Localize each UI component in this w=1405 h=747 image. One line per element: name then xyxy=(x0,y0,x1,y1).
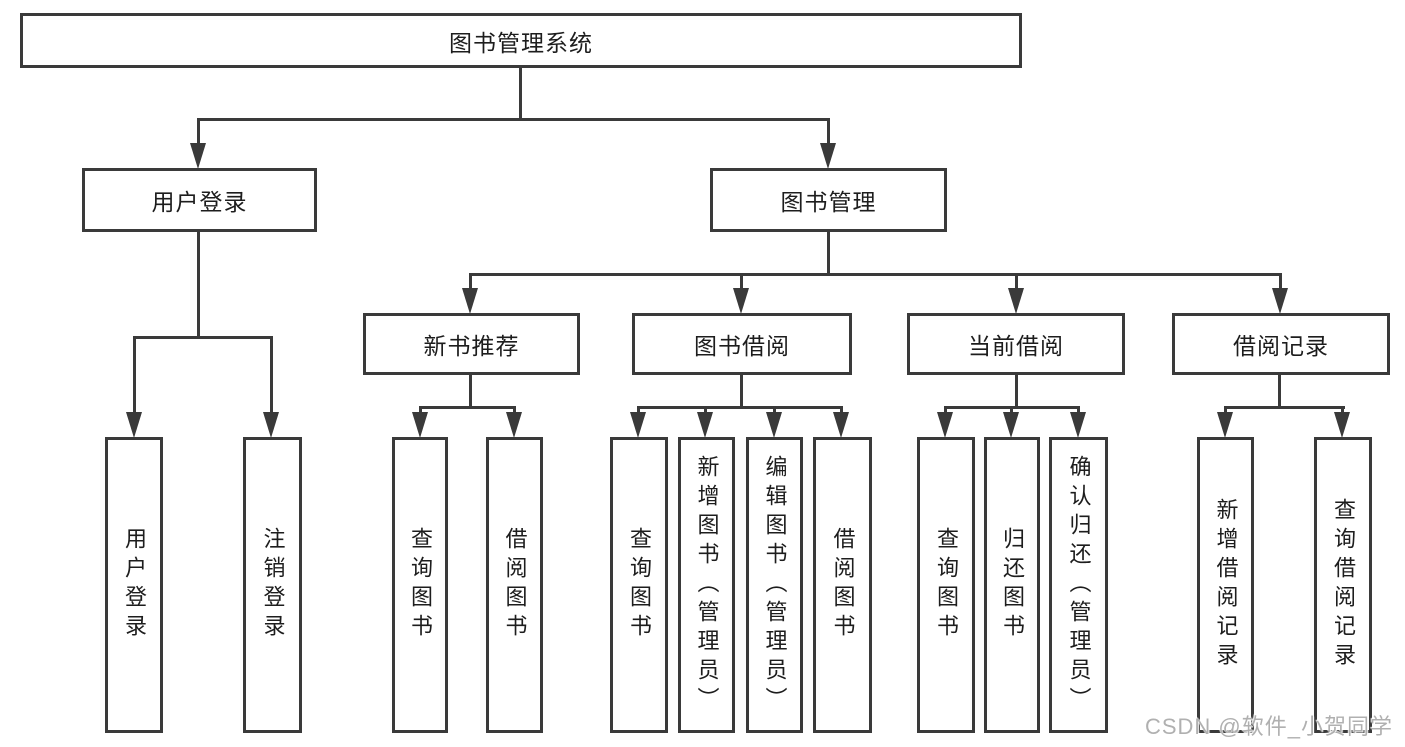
connector-vline xyxy=(197,118,200,146)
leaf-borrow-books-a: 借阅图书 xyxy=(486,437,543,733)
node-current-borrow: 当前借阅 xyxy=(907,313,1125,375)
connector-vline xyxy=(1279,273,1282,290)
connector-vline xyxy=(519,68,522,119)
connector-vline xyxy=(270,336,273,413)
connector-hline xyxy=(469,273,1282,276)
node-borrow-records: 借阅记录 xyxy=(1172,313,1390,375)
leaf-user-login: 用户登录 xyxy=(105,437,163,733)
leaf-user-login-label: 用户登录 xyxy=(122,527,147,643)
connector-vline xyxy=(469,375,472,409)
connector-arrowhead xyxy=(1217,412,1233,438)
leaf-confirm-return-admin: 确认归还（管理员） xyxy=(1049,437,1108,733)
connector-arrowhead xyxy=(937,412,953,438)
leaf-query-books-b-label: 查询图书 xyxy=(627,527,652,643)
connector-vline xyxy=(197,232,200,339)
connector-arrowhead xyxy=(412,412,428,438)
leaf-edit-books-admin: 编辑图书（管理员） xyxy=(746,437,803,733)
connector-vline xyxy=(469,273,472,290)
connector-arrowhead xyxy=(1334,412,1350,438)
node-current-borrow-label: 当前借阅 xyxy=(968,333,1064,359)
node-borrow-records-label: 借阅记录 xyxy=(1233,333,1329,359)
node-book-borrow-label: 图书借阅 xyxy=(694,333,790,359)
connector-vline xyxy=(704,406,707,415)
connector-vline xyxy=(944,406,947,415)
connector-hline xyxy=(637,406,843,409)
connector-arrowhead xyxy=(263,412,279,438)
connector-arrowhead xyxy=(506,412,522,438)
connector-arrowhead xyxy=(820,143,836,169)
connector-vline xyxy=(827,118,830,146)
leaf-return-books-label: 归还图书 xyxy=(1000,527,1025,643)
leaf-borrow-books-a-label: 借阅图书 xyxy=(502,527,528,643)
connector-hline xyxy=(133,336,273,339)
connector-vline xyxy=(740,273,743,290)
connector-arrowhead xyxy=(766,412,782,438)
connector-hline xyxy=(197,118,830,121)
connector-arrowhead xyxy=(462,288,478,314)
leaf-return-books: 归还图书 xyxy=(984,437,1040,733)
connector-arrowhead xyxy=(630,412,646,438)
leaf-confirm-return-admin-label: 确认归还（管理员） xyxy=(1066,454,1092,716)
connector-hline xyxy=(1224,406,1345,409)
connector-vline xyxy=(740,375,743,409)
connector-hline xyxy=(419,406,516,409)
leaf-query-books-b: 查询图书 xyxy=(610,437,668,733)
connector-vline xyxy=(1077,406,1080,415)
connector-vline xyxy=(1015,375,1018,409)
node-book-borrow: 图书借阅 xyxy=(632,313,852,375)
connector-vline xyxy=(637,406,640,415)
node-new-book-recommend-label: 新书推荐 xyxy=(423,333,520,359)
connector-vline xyxy=(513,406,516,415)
node-root: 图书管理系统 xyxy=(20,13,1022,68)
node-user-login: 用户登录 xyxy=(82,168,317,232)
connector-vline xyxy=(773,406,776,415)
connector-vline xyxy=(1224,406,1227,415)
connector-vline xyxy=(840,406,843,415)
leaf-add-borrow-record: 新增借阅记录 xyxy=(1197,437,1254,733)
node-root-label: 图书管理系统 xyxy=(449,29,593,56)
leaf-query-books-a-label: 查询图书 xyxy=(408,527,433,643)
leaf-add-books-admin: 新增图书（管理员） xyxy=(678,437,735,733)
leaf-query-books-a: 查询图书 xyxy=(392,437,448,733)
node-new-book-recommend: 新书推荐 xyxy=(363,313,580,375)
connector-arrowhead xyxy=(1008,288,1024,314)
leaf-query-books-c-label: 查询图书 xyxy=(934,527,959,643)
node-book-management-label: 图书管理 xyxy=(780,189,877,215)
connector-arrowhead xyxy=(126,412,142,438)
connector-arrowhead xyxy=(697,412,713,438)
connector-vline xyxy=(1010,406,1013,415)
connector-arrowhead xyxy=(1003,412,1019,438)
leaf-logout-label: 注销登录 xyxy=(260,527,286,643)
connector-arrowhead xyxy=(1070,412,1086,438)
watermark: CSDN @软件_小贺同学 xyxy=(1144,714,1393,739)
node-user-login-label: 用户登录 xyxy=(151,189,248,215)
leaf-query-borrow-record: 查询借阅记录 xyxy=(1314,437,1372,733)
connector-vline xyxy=(419,406,422,415)
connector-vline xyxy=(1015,273,1018,290)
connector-arrowhead xyxy=(733,288,749,314)
leaf-query-books-c: 查询图书 xyxy=(917,437,975,733)
leaf-add-books-admin-label: 新增图书（管理员） xyxy=(694,454,720,716)
leaf-logout: 注销登录 xyxy=(243,437,302,733)
connector-vline xyxy=(133,336,136,413)
leaf-edit-books-admin-label: 编辑图书（管理员） xyxy=(762,454,788,716)
leaf-borrow-books-b: 借阅图书 xyxy=(813,437,872,733)
connector-vline xyxy=(827,232,830,276)
connector-vline xyxy=(1341,406,1344,415)
connector-arrowhead xyxy=(190,143,206,169)
connector-vline xyxy=(1278,375,1281,409)
leaf-borrow-books-b-label: 借阅图书 xyxy=(830,527,856,643)
leaf-add-borrow-record-label: 新增借阅记录 xyxy=(1213,498,1239,672)
leaf-query-borrow-record-label: 查询借阅记录 xyxy=(1331,498,1356,672)
connector-arrowhead xyxy=(1272,288,1288,314)
node-book-management: 图书管理 xyxy=(710,168,947,232)
connector-arrowhead xyxy=(833,412,849,438)
